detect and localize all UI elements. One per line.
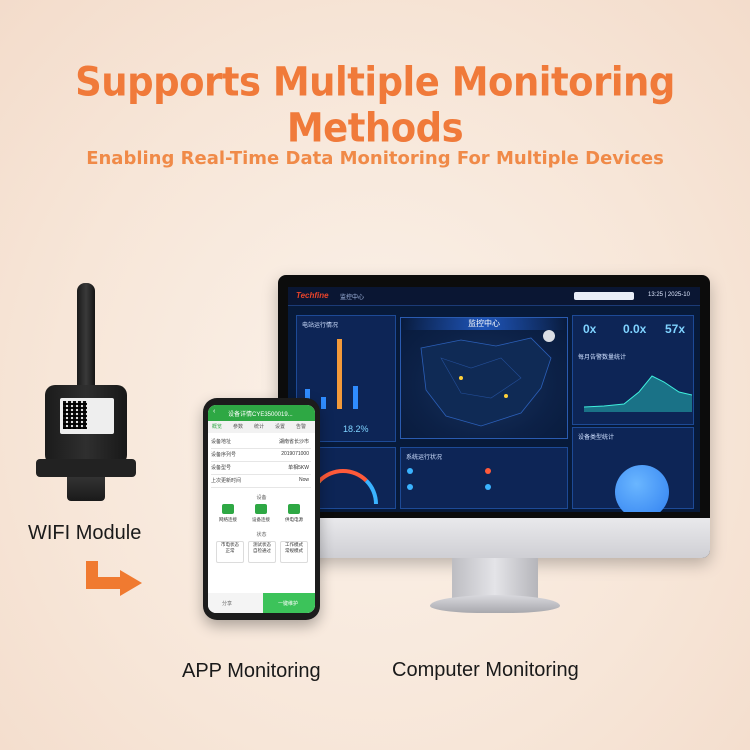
pie-chart: [615, 465, 669, 512]
back-icon[interactable]: ‹: [213, 408, 216, 415]
module-flange: [36, 459, 136, 477]
row-label: 设备地址: [211, 439, 232, 445]
dashboard-screen: Techfine 监控中心 13:25 | 2025-10 电站运行情况 18.…: [288, 287, 700, 512]
monitor-base: [430, 595, 560, 613]
section-status: 状态: [256, 532, 267, 538]
panel-title: 设备类型统计: [578, 435, 615, 441]
monitor-chin: [278, 518, 710, 558]
icon-label: 设备连接: [252, 517, 270, 522]
antenna: [77, 283, 95, 401]
panel-system: 系统运行状况: [400, 447, 568, 509]
row-value: 单相5KW: [288, 465, 309, 471]
icon-label: 供电电源: [285, 517, 303, 522]
wifi-module-caption: WIFI Module: [28, 522, 142, 544]
row-label: 设备型号: [211, 465, 232, 471]
row-value: Now: [298, 477, 309, 483]
device-link-icon[interactable]: [255, 504, 267, 514]
row-value: 2019071000: [281, 451, 309, 457]
brand-logo: Techfine: [296, 291, 329, 300]
stat-value: 0.0x: [623, 322, 647, 336]
app-header: ‹ 设备详情CYE3500019...: [208, 405, 315, 421]
info-row: 设备序列号 2019071000: [211, 451, 311, 462]
section-device: 设备: [256, 495, 267, 501]
alarm-area-chart: [584, 375, 692, 412]
overview-percent: 18.2%: [343, 424, 369, 434]
monitor-stand: [452, 558, 538, 598]
user-time: 13:25 | 2025-10: [648, 292, 690, 298]
app-monitoring-caption: APP Monitoring: [182, 660, 321, 682]
info-row: 设备型号 单相5KW: [211, 464, 311, 475]
overview-bar: [353, 386, 358, 409]
icon-label: 网络连接: [219, 517, 237, 522]
share-button[interactable]: 分享: [222, 601, 233, 607]
nav-tab-monitoring[interactable]: 监控中心: [340, 295, 365, 301]
overview-bar: [321, 397, 326, 409]
status-box: 工作模式常规模式: [280, 541, 308, 563]
tab-overview[interactable]: 概览: [212, 424, 223, 430]
info-row: 设备地址 湖南省长沙市: [211, 438, 311, 449]
stat-value: 0x: [583, 322, 597, 336]
panel-title: 电站运行情况: [302, 323, 339, 329]
info-row: 上次更新时间 Now: [211, 477, 311, 488]
map-panel[interactable]: 监控中心: [400, 317, 568, 439]
app-screen: ‹ 设备详情CYE3500019... 概览 参数 统计 设置 告警 设备地址 …: [208, 405, 315, 613]
tab-alarms[interactable]: 告警: [296, 424, 307, 430]
map-outline: [420, 330, 555, 427]
status-box: 测试状态自检通过: [248, 541, 276, 563]
qr-code-icon: [63, 401, 87, 429]
row-label: 设备序列号: [211, 452, 237, 458]
tab-stats[interactable]: 统计: [254, 424, 265, 430]
row-label: 上次更新时间: [211, 478, 242, 484]
row-value: 湖南省长沙市: [278, 439, 309, 445]
dashboard-topbar: Techfine 监控中心 13:25 | 2025-10: [288, 287, 700, 306]
module-connector: [67, 477, 105, 501]
tab-settings[interactable]: 设置: [275, 424, 286, 430]
maintenance-button[interactable]: [263, 593, 315, 613]
maintenance-button-label: 一键维护: [278, 601, 299, 607]
panel-title: 系统运行状况: [406, 455, 443, 461]
overview-bar: [337, 339, 342, 409]
map-title: 监控中心: [401, 318, 567, 330]
status-box: 市电状态正常: [216, 541, 244, 563]
stat-value: 57x: [665, 322, 686, 336]
tab-params[interactable]: 参数: [233, 424, 244, 430]
power-icon[interactable]: [288, 504, 300, 514]
app-title: 设备详情CYE3500019...: [228, 412, 293, 418]
subheadline: Enabling Real-Time Data Monitoring For M…: [86, 148, 664, 169]
app-tabs: 概览 参数 统计 设置 告警: [208, 421, 315, 433]
search-input[interactable]: [574, 292, 634, 300]
network-icon[interactable]: [222, 504, 234, 514]
computer-monitoring-caption: Computer Monitoring: [392, 659, 579, 681]
chart-title: 每月告警数量统计: [578, 355, 627, 361]
headline: Supports Multiple Monitoring Methods: [75, 58, 675, 152]
